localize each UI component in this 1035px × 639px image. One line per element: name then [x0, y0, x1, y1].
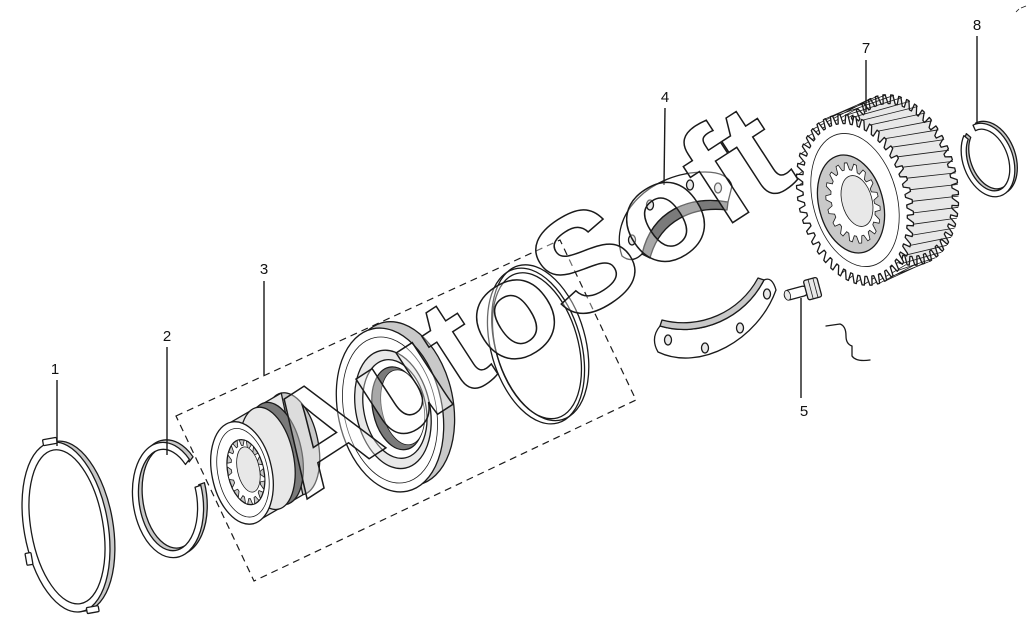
gear-face-chamfer	[810, 133, 900, 267]
part-3-bearing	[335, 321, 456, 493]
upper-half-hole	[685, 179, 695, 191]
callout-label: 4	[661, 89, 669, 106]
callout-label: 5	[800, 403, 808, 420]
bearing-outer-race-lip	[342, 336, 438, 484]
callout-label: 3	[260, 261, 268, 278]
callout-8: 8	[973, 17, 981, 124]
callout-label: 2	[163, 328, 171, 345]
washer-tab-bottom	[85, 605, 100, 615]
part-7-helical-gear	[795, 94, 960, 286]
hub-bore-inner	[236, 446, 261, 493]
callout-3: 3	[260, 261, 268, 375]
lower-half-hole	[700, 342, 710, 354]
callout-leader	[663, 107, 666, 186]
part-5-locating-pin	[783, 276, 823, 301]
upper-half-hole	[713, 182, 723, 194]
upper-half-hole	[645, 199, 655, 211]
pin-head-flat	[807, 279, 814, 299]
part-1-thrust-washer	[21, 436, 116, 615]
lower-half-hole	[663, 334, 673, 346]
upper-half-hole	[627, 234, 637, 246]
snap-ring-front	[131, 441, 205, 559]
watermark-text: AutoSoft	[235, 73, 816, 527]
upper-half-body	[618, 171, 733, 261]
gear-bore-depth	[840, 175, 874, 227]
lower-half-top-face	[659, 277, 765, 331]
part-3-retaining-ring	[486, 264, 590, 425]
lower-half-hole	[735, 322, 745, 334]
snap-ring-front	[960, 122, 1016, 198]
bearing-bore	[380, 369, 426, 446]
washer-tab-left	[24, 551, 34, 566]
part-3-synchro-hub	[210, 392, 321, 525]
assembly-3-dashed-outline	[175, 239, 637, 582]
callout-4: 4	[661, 89, 669, 186]
part-8-snap-ring	[960, 120, 1018, 198]
callout-label: 7	[862, 40, 870, 57]
part-2-snap-ring	[131, 439, 208, 559]
pin-head-flat	[812, 278, 819, 298]
part-4-thrust-half-upper	[618, 171, 733, 261]
callout-2: 2	[163, 328, 171, 455]
washer-bore	[28, 449, 106, 605]
break-line	[825, 323, 871, 362]
corner-mark	[1015, 5, 1027, 13]
callout-1: 1	[51, 361, 59, 446]
callout-label: 8	[973, 17, 981, 34]
callout-5: 5	[800, 298, 808, 420]
callout-7: 7	[862, 40, 870, 112]
part-4-thrust-half-lower	[653, 277, 777, 359]
callout-label: 1	[51, 361, 59, 378]
pin-shaft-end	[783, 290, 792, 301]
retaining-ring-outer	[486, 267, 586, 425]
retaining-ring-inner	[491, 272, 583, 420]
hub-face-chamfer	[216, 428, 270, 518]
lower-half-hole	[762, 288, 772, 300]
